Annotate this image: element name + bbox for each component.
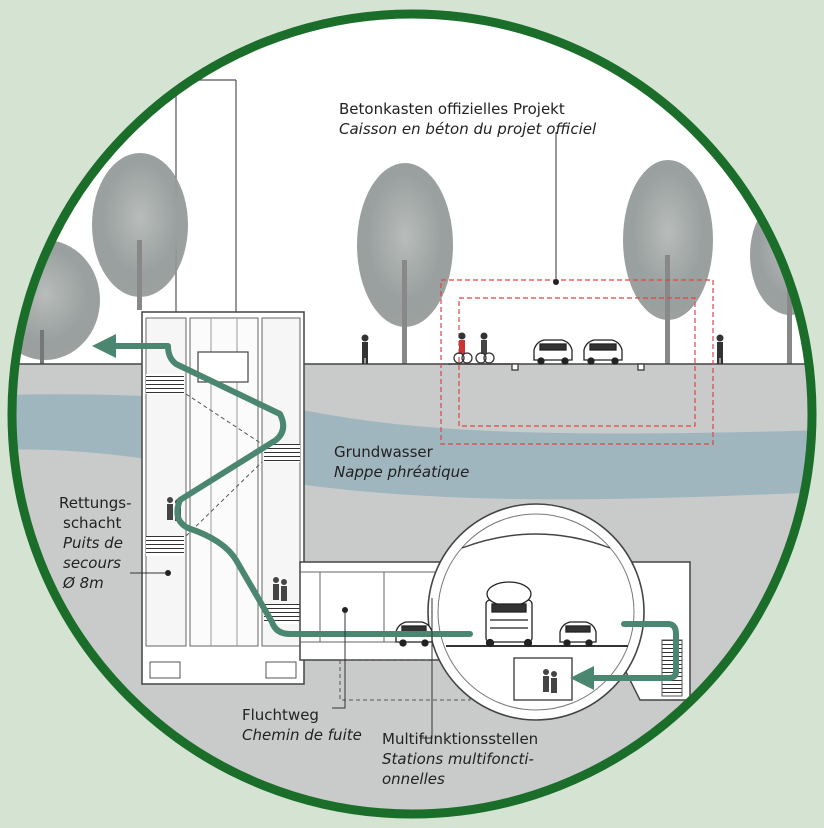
surface-road [448,363,645,371]
box-pointer-dot [553,279,559,285]
rescue-shaft-label-fr-2: secours [63,554,121,572]
shaft-pointer-dot [165,570,171,576]
stair-dashed-lines [185,393,263,537]
arrow-icon [570,621,679,690]
rescue-shaft-label-de-1: Rettungs- [59,494,132,512]
cyclist-icon [475,332,495,364]
arrow-icon [92,334,473,637]
people-icon [273,577,287,601]
car-icon [533,339,573,365]
car-icon [583,339,623,365]
truck-icon [485,581,533,648]
stairs [264,444,300,462]
cyclist-icon [453,332,473,364]
pedestrian-icon [716,334,724,364]
road-tunnel [427,503,645,721]
frame-ring [7,9,817,819]
groundwater-label-fr: Nappe phréatique [334,463,469,481]
rescue-shaft-label-de-2: schacht [63,514,122,532]
people-icon [543,669,557,693]
tree-icon [92,153,188,310]
stairs [146,374,184,394]
multifunction-label-de: Multifunktionsstellen [382,730,538,748]
label-leader-lines [130,572,433,739]
rescue-shaft-label-fr-1: Puits de [63,534,123,552]
multifunction-label-fr-1: Stations multifoncti- [382,750,534,768]
concrete-box-official-project [440,279,714,445]
car-icon [559,621,597,647]
rescue-shaft-label-size: Ø 8m [62,574,104,592]
stairs [146,536,184,556]
tree-icon [357,163,453,365]
concrete-box-label-de: Betonkasten offizielles Projekt [339,100,565,118]
escape-route-label-de: Fluchtweg [242,706,319,724]
escape-route-label-fr: Chemin de fuite [242,726,362,744]
concrete-box-label-fr: Caisson en béton du projet officiel [339,120,597,138]
pedestrian-icon [361,334,369,364]
groundwater-label-de: Grundwasser [334,443,434,461]
multifunction-label-fr-2: onnelles [382,770,445,788]
